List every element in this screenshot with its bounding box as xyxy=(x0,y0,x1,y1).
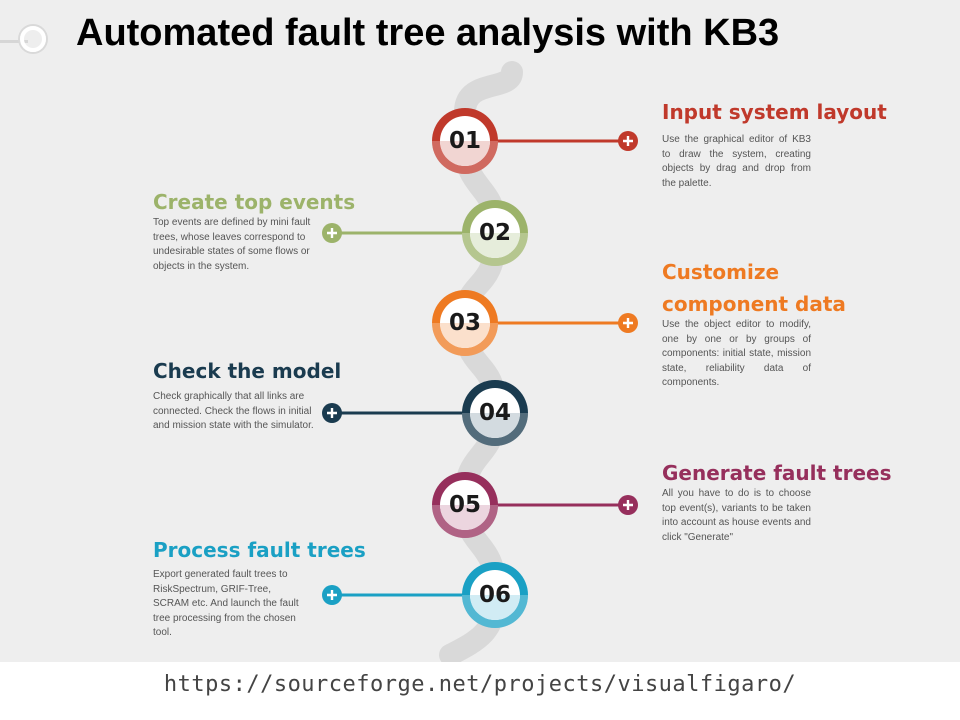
plus-icon xyxy=(618,495,638,515)
page-title: Automated fault tree analysis with KB3 xyxy=(76,12,780,54)
plus-icon xyxy=(618,131,638,151)
step-title-03-line1: Customize xyxy=(662,260,780,284)
step-circle-03 xyxy=(432,290,498,356)
plus-icon xyxy=(322,585,342,605)
step-number-02: 02 xyxy=(478,220,511,246)
plus-icon xyxy=(322,223,342,243)
step-number-03: 03 xyxy=(448,310,481,336)
step-description-03: Use the object editor to modify, one by … xyxy=(662,319,811,388)
title-decoration-ring xyxy=(20,26,46,52)
step-number-06: 06 xyxy=(478,582,511,608)
step-description-05: All you have to do is to choose top even… xyxy=(662,488,811,543)
step-description-01: Use the graphical editor of KB3 to draw … xyxy=(662,134,811,189)
step-title-01: Input system layout xyxy=(662,100,887,124)
source-url: https://sourceforge.net/projects/visualf… xyxy=(163,672,797,697)
step-circle-04 xyxy=(462,380,528,446)
step-title-03-line2: component data xyxy=(662,292,846,316)
plus-icon xyxy=(322,403,342,423)
step-title-05: Generate fault trees xyxy=(662,461,892,485)
step-circle-01 xyxy=(432,108,498,174)
step-circle-02 xyxy=(462,200,528,266)
step-description-04: Check graphically that all links are con… xyxy=(153,391,314,431)
plus-icon xyxy=(618,313,638,333)
step-circle-06 xyxy=(462,562,528,628)
step-number-01: 01 xyxy=(448,128,481,154)
title-decoration-line xyxy=(0,40,28,43)
step-number-05: 05 xyxy=(448,492,481,518)
process-flow-diagram xyxy=(322,61,638,662)
step-title-06: Process fault trees xyxy=(153,538,366,562)
step-description-02: Top events are defined by mini fault tre… xyxy=(153,217,311,272)
step-circle-05 xyxy=(432,472,498,538)
step-number-04: 04 xyxy=(478,400,511,426)
step-description-06: Export generated fault trees to RiskSpec… xyxy=(153,569,299,638)
step-title-02: Create top events xyxy=(153,190,356,214)
step-title-04: Check the model xyxy=(153,359,342,383)
